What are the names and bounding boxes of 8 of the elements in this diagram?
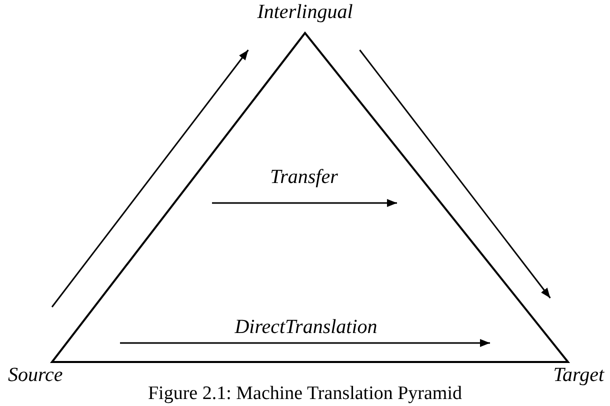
arrow — [51, 50, 249, 308]
arrow — [359, 50, 551, 298]
node-label: Target — [553, 364, 604, 386]
node-label: Source — [8, 364, 63, 386]
node-label: Interlingual — [257, 1, 353, 23]
method-label: DirectTranslation — [234, 316, 378, 338]
method-label: Transfer — [270, 166, 338, 188]
figure-caption: Figure 2.1: Machine Translation Pyramid — [148, 384, 462, 404]
